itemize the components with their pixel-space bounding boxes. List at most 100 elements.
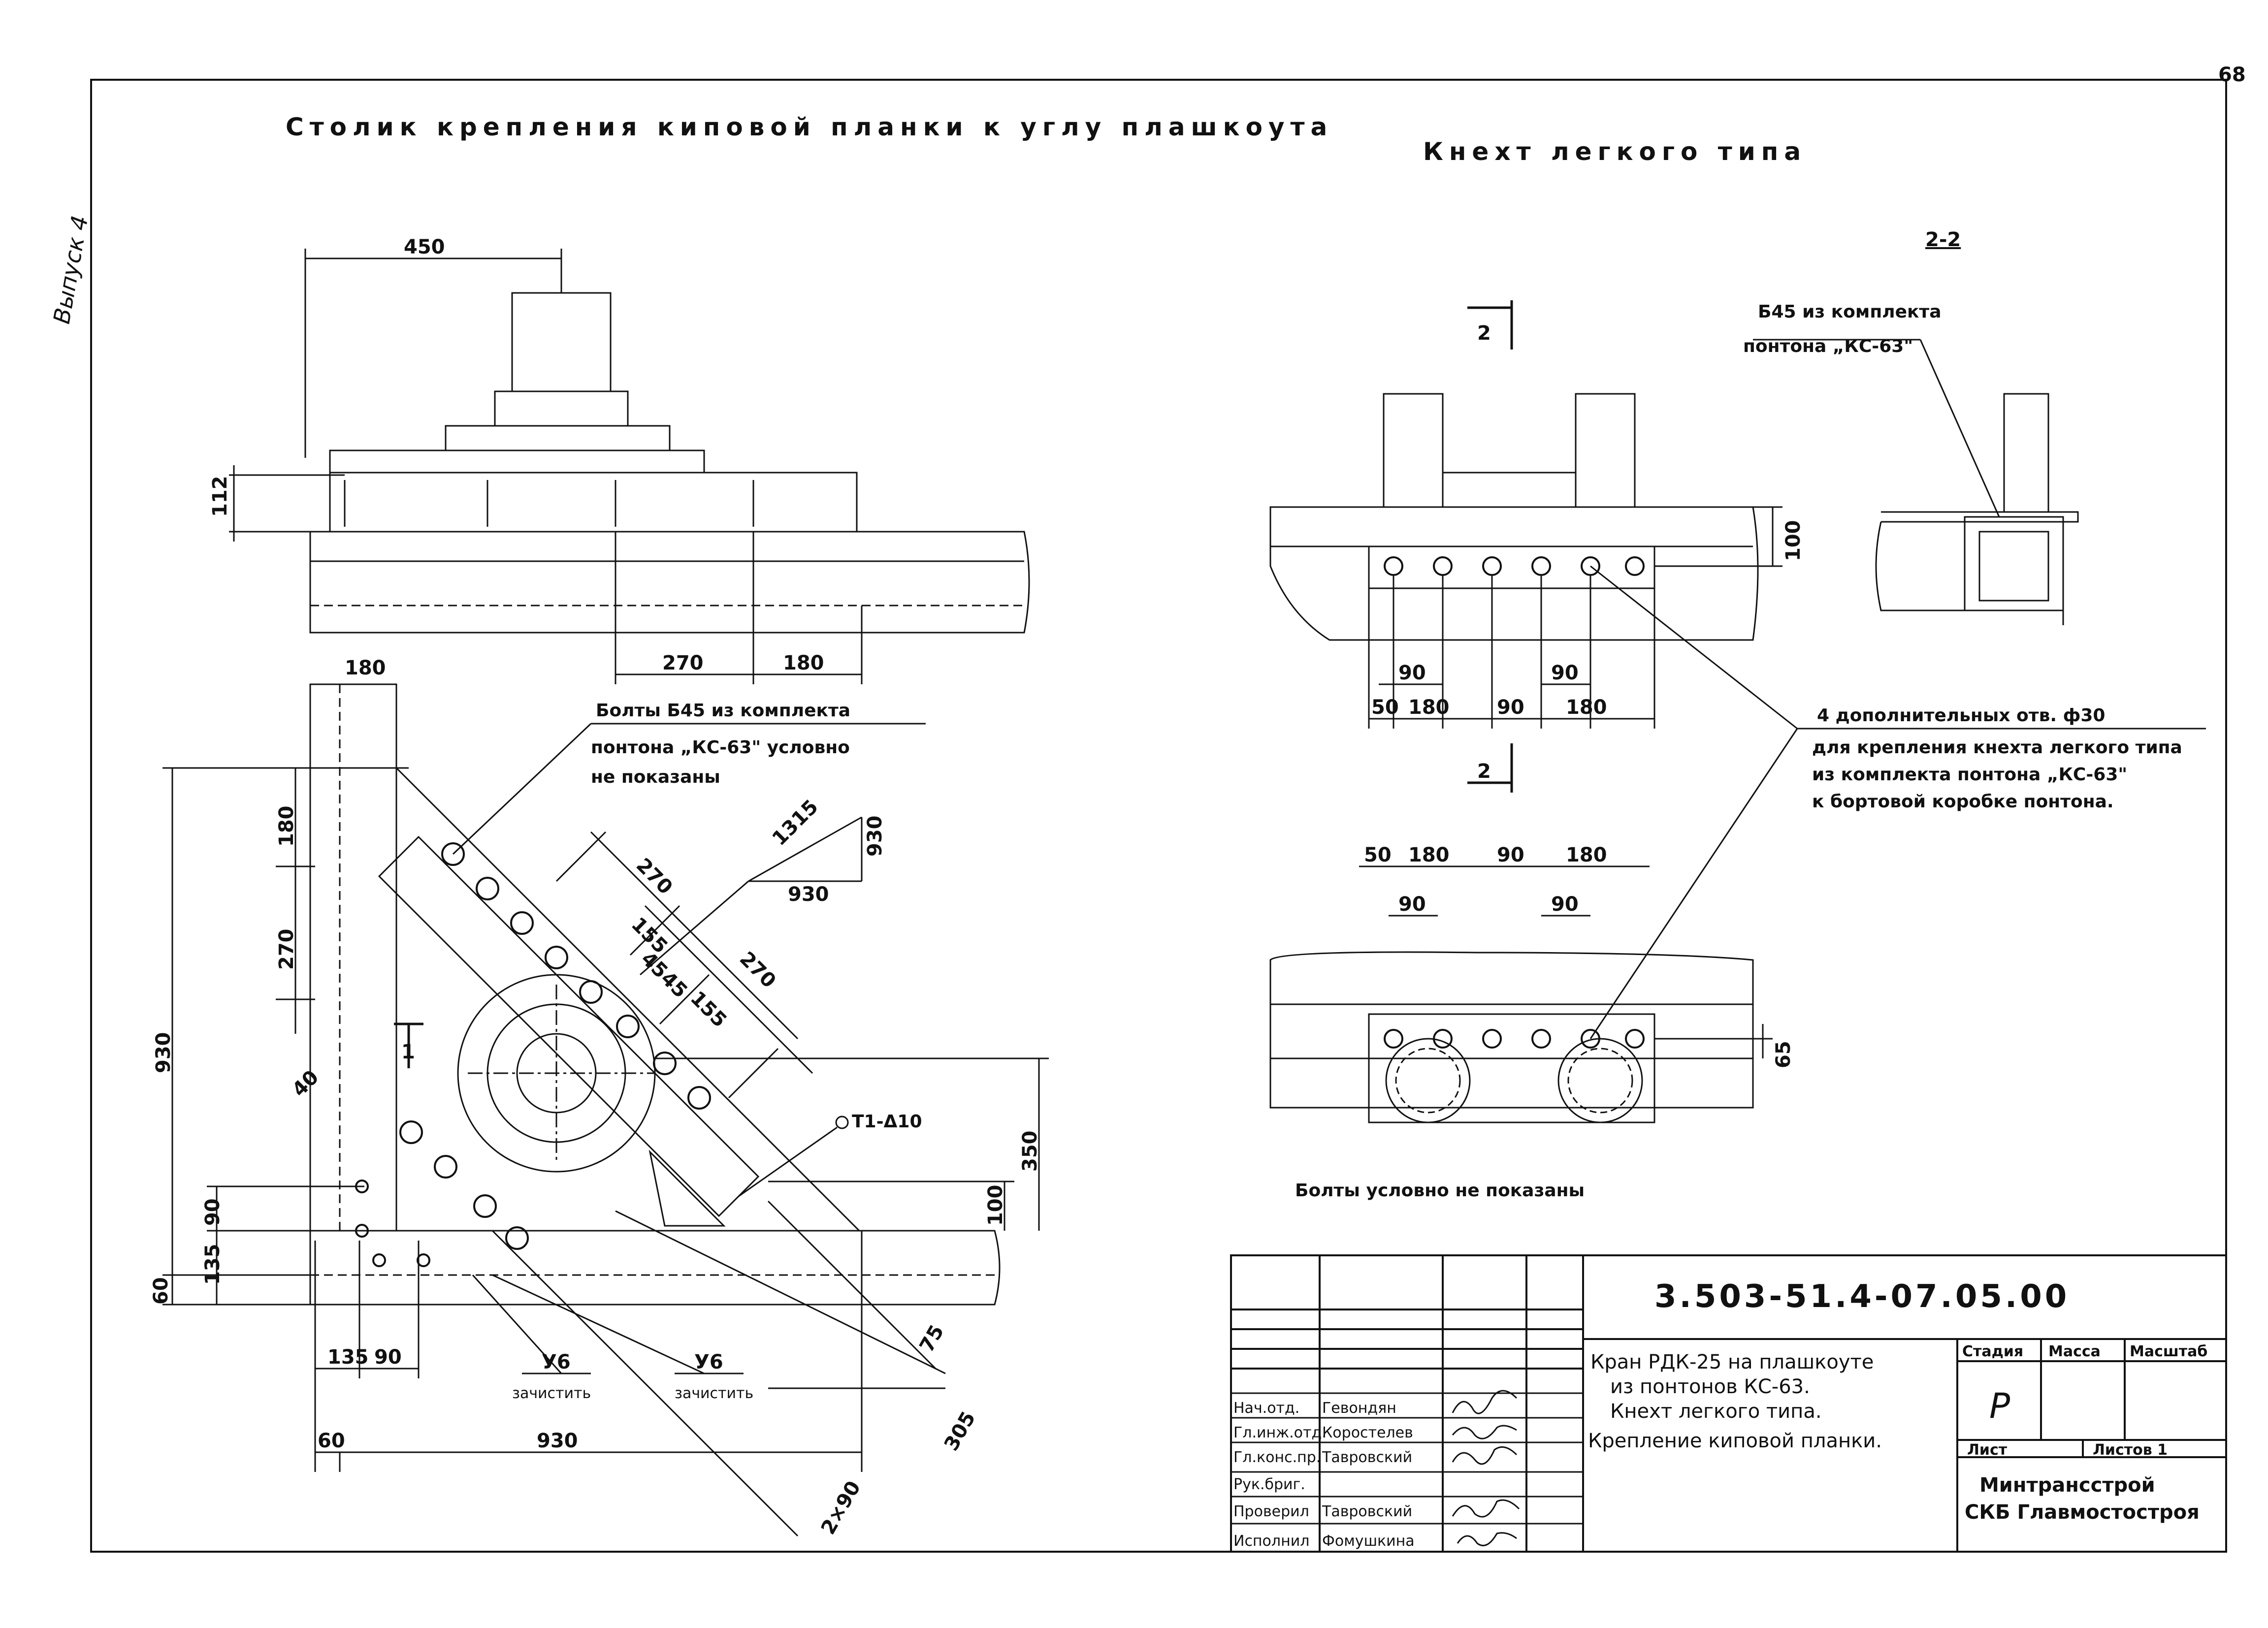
sheet-label: Лист xyxy=(1967,1441,2008,1459)
weld-mark-t1: Т1-Δ10 xyxy=(852,1112,922,1132)
diagonal-plate xyxy=(379,837,758,1216)
weld-y6-2: У6 xyxy=(694,1351,723,1373)
dim-930-plan-left: 930 xyxy=(152,1032,175,1074)
dim-180-plan-top: 180 xyxy=(345,657,386,679)
plan-bolt-holes xyxy=(1385,1030,1644,1048)
dim-450: 450 xyxy=(404,236,445,258)
gusset-cutout xyxy=(650,1152,724,1226)
left-view: Столик крепления киповой планки к углу п… xyxy=(150,113,1333,1538)
tb-name-0: Гевондян xyxy=(1322,1400,1396,1417)
dim-60-bottom: 60 xyxy=(318,1430,345,1452)
tb-role-2: Гл.конс.пр. xyxy=(1233,1449,1321,1466)
stage-header: Стадия xyxy=(1962,1343,2023,1360)
table-plate xyxy=(330,450,704,473)
plan-dim-65: 65 xyxy=(1772,1041,1795,1068)
plan-dim-180-b: 180 xyxy=(1566,844,1607,866)
tb-role-0: Нач.отд. xyxy=(1233,1400,1299,1417)
dim-270-diag-a: 270 xyxy=(632,854,677,899)
org-line-2: СКБ Главмостостроя xyxy=(1965,1501,2200,1524)
tb-name-1: Коростелев xyxy=(1322,1424,1413,1441)
holes-note-line-3: из комплекта понтона „КС-63" xyxy=(1812,765,2127,785)
signature-3 xyxy=(1453,1447,1517,1464)
dim-180-top: 180 xyxy=(783,652,824,674)
section-2-2-label: 2-2 xyxy=(1925,228,1961,251)
tb-role-5: Исполнил xyxy=(1233,1532,1309,1550)
signature-2 xyxy=(1453,1426,1517,1438)
holes-note-line-2: для крепления кнехта легкого типа xyxy=(1812,737,2182,758)
org-line-1: Минтрансстрой xyxy=(1979,1474,2155,1497)
dim-90-left: 90 xyxy=(201,1198,224,1226)
plan-dim-90-a: 90 xyxy=(1497,844,1524,866)
bolts-not-shown-note: Болты условно не показаны xyxy=(1295,1181,1585,1201)
b45-note-line-1: Б45 из комплекта xyxy=(1758,302,1942,322)
bolts-note-line-2: понтона „КС-63" условно xyxy=(591,737,850,758)
dim-155-diag-b: 155 xyxy=(686,987,731,1032)
mass-header: Масса xyxy=(2048,1343,2101,1360)
vertical-beam xyxy=(310,684,396,1231)
dim-270-plan-left: 270 xyxy=(275,929,298,970)
pontoon-elevation xyxy=(310,532,1029,633)
front-dim-90-c: 90 xyxy=(1497,696,1524,719)
weld-y6-1-note: зачистить xyxy=(512,1385,591,1402)
bollard-plan-left xyxy=(1386,1039,1470,1122)
bollard-base-2 xyxy=(446,426,670,450)
signatures xyxy=(1453,1391,1519,1546)
dim-270-top: 270 xyxy=(662,652,704,674)
dim-40: 40 xyxy=(288,1066,324,1101)
right-view: Кнехт легкого типа 2-2 2 2 xyxy=(1270,137,2206,1201)
front-dim-180-b: 180 xyxy=(1566,696,1607,719)
sheet-frame xyxy=(91,80,2226,1552)
signature-5 xyxy=(1458,1533,1517,1546)
plan-dim-180-a: 180 xyxy=(1408,844,1450,866)
stage-value: Р xyxy=(1989,1386,2010,1426)
dim-100-right: 100 xyxy=(984,1185,1007,1226)
front-dim-90-b: 90 xyxy=(1551,662,1579,684)
tb-name-5: Фомушкина xyxy=(1322,1532,1415,1550)
dim-930-diag-horiz: 930 xyxy=(788,883,829,906)
sheets-label: Листов 1 xyxy=(2093,1441,2168,1459)
deck-plate xyxy=(1369,546,1654,588)
front-dimensions xyxy=(1369,507,2206,729)
dim-305: 305 xyxy=(940,1408,980,1455)
dim-1315: 1315 xyxy=(768,796,823,850)
right-plan-view xyxy=(1270,729,1797,1122)
cut-mark-top: 2 xyxy=(1477,322,1491,345)
cut-mark-bottom: 2 xyxy=(1477,760,1491,783)
holes-note-line-4: к бортовой коробке понтона. xyxy=(1812,792,2114,812)
front-dim-100: 100 xyxy=(1782,520,1805,562)
doc-name-line-2: из понтонов КС-63. xyxy=(1610,1375,1810,1398)
left-view-title: Столик крепления киповой планки к углу п… xyxy=(286,113,1333,141)
title-block: 3.503-51.4-07.05.00 Кран РДК-25 на плашк… xyxy=(1231,1255,2226,1552)
left-elevation xyxy=(229,249,1029,684)
dim-930-bottom: 930 xyxy=(537,1430,578,1452)
bollard-post-left xyxy=(1384,394,1443,507)
doc-name-line-1: Кран РДК-25 на плашкоуте xyxy=(1590,1351,1874,1373)
tb-role-1: Гл.инж.отд. xyxy=(1233,1424,1327,1441)
dim-350: 350 xyxy=(1019,1131,1041,1172)
scale-header: Масштаб xyxy=(2130,1343,2207,1360)
bollard-plan-right xyxy=(1558,1039,1642,1122)
tb-name-4: Тавровский xyxy=(1322,1503,1412,1520)
dim-135-left: 135 xyxy=(201,1244,224,1285)
bollard-base-1 xyxy=(495,391,628,426)
dim-135-bottom: 135 xyxy=(327,1346,369,1369)
tb-role-3: Рук.бриг. xyxy=(1233,1476,1305,1493)
pontoon-plan xyxy=(1270,952,1753,1108)
plan-dimensions xyxy=(162,724,1049,1536)
doc-code: 3.503-51.4-07.05.00 xyxy=(1654,1278,2070,1315)
signature-1 xyxy=(1453,1391,1517,1413)
front-bolt-holes xyxy=(1385,557,1644,575)
bollard-top xyxy=(512,293,611,391)
bolt-row xyxy=(356,843,710,1266)
doc-name-line-3: Кнехт легкого типа. xyxy=(1610,1400,1822,1423)
section-mark-1: 1 xyxy=(401,1041,415,1063)
signature-4 xyxy=(1453,1500,1519,1517)
dim-930-diag-vert: 930 xyxy=(864,816,886,857)
dim-2x90: 2×90 xyxy=(817,1477,865,1538)
front-dim-180-a: 180 xyxy=(1408,696,1450,719)
bolts-note-line-3: не показаны xyxy=(591,767,720,787)
bolts-note-line-1: Болты Б45 из комплекта xyxy=(596,701,850,721)
weld-y6-1: У6 xyxy=(542,1351,571,1373)
section-2-2 xyxy=(1753,340,2078,625)
